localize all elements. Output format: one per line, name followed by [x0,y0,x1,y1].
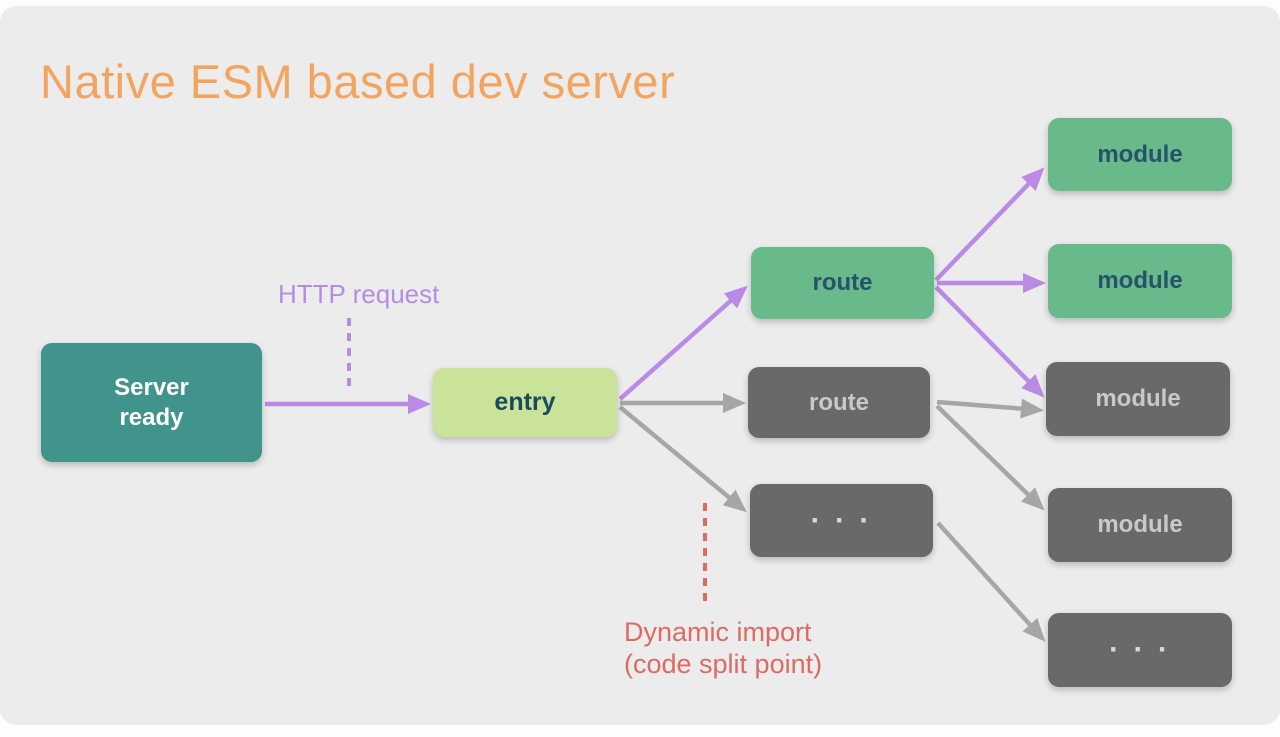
node-ellipsis-right: · · · [1048,613,1232,687]
arrow-route1-to-module1 [936,171,1041,280]
arrow-route2-to-module3 [937,402,1039,410]
node-module-1: module [1048,118,1232,191]
slide-background: Native ESM based dev server Server ready [0,6,1280,725]
node-module-2: module [1048,244,1232,318]
node-route-1: route [751,247,934,319]
node-route-2: route [748,367,930,438]
arrow-ellipsis-mid-to-ellipsis-right [938,523,1042,638]
annotation-http-request: HTTP request [278,279,439,310]
arrow-route1-to-module3 [936,287,1041,394]
arrow-route2-to-module4 [937,406,1041,507]
node-ellipsis-mid: · · · [750,484,933,557]
node-module-4: module [1048,488,1232,562]
arrow-entry-to-route1 [620,289,744,399]
page-title: Native ESM based dev server [40,54,675,109]
arrow-entry-to-ellipsis-mid [620,407,743,509]
node-module-3: module [1046,362,1230,436]
node-entry: entry [433,368,617,437]
annotation-dynamic-import: Dynamic import (code split point) [624,617,822,681]
node-server-ready: Server ready [41,343,262,462]
